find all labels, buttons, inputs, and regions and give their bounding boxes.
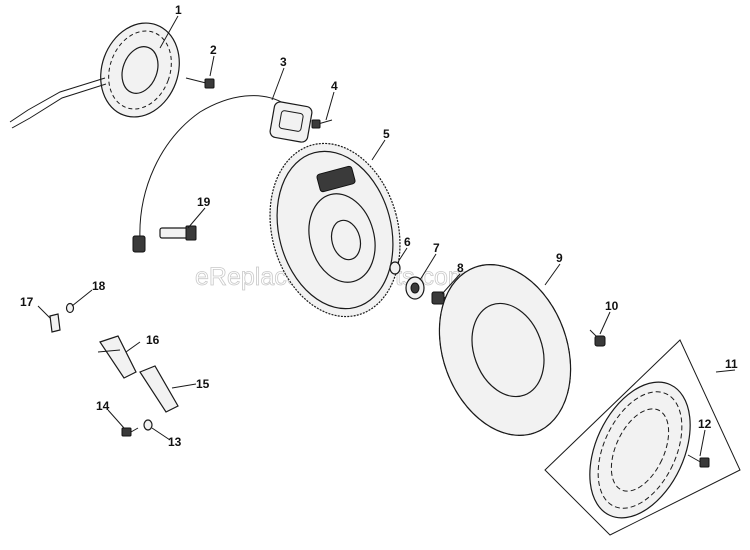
spark-plug-part <box>159 225 197 241</box>
bolt-part-10 <box>589 329 606 347</box>
screw-part-12 <box>687 454 710 468</box>
callout-12: 12 <box>698 417 712 431</box>
clip-part-17 <box>49 313 61 333</box>
callout-1: 1 <box>175 3 182 17</box>
ignition-module-part <box>132 95 313 253</box>
washer-part-6 <box>389 261 401 275</box>
fan-part <box>438 264 572 436</box>
grass-screen-kit-part <box>544 339 741 536</box>
bracket-part-15 <box>139 365 179 413</box>
callout-labels: 1 2 3 4 5 6 7 8 9 10 11 12 13 14 15 16 1… <box>20 3 738 449</box>
stator-part <box>9 22 180 129</box>
leader-lines <box>37 15 736 457</box>
callout-11: 11 <box>725 357 738 371</box>
callout-18: 18 <box>92 279 106 293</box>
callout-17: 17 <box>20 295 34 309</box>
callout-5: 5 <box>383 127 390 141</box>
callout-7: 7 <box>433 241 440 255</box>
lever-part-16 <box>97 335 137 379</box>
callout-6: 6 <box>404 235 411 249</box>
callout-2: 2 <box>210 43 217 57</box>
callout-14: 14 <box>96 399 110 413</box>
screw-part-4 <box>311 119 333 129</box>
flywheel-part <box>269 142 401 318</box>
callout-8: 8 <box>457 261 464 275</box>
hub-washer-part-7 <box>405 276 425 300</box>
callout-10: 10 <box>605 299 619 313</box>
callout-3: 3 <box>280 55 287 69</box>
bolt-part-2 <box>185 77 215 89</box>
screw-part-14 <box>121 427 139 437</box>
callout-13: 13 <box>168 435 182 449</box>
callout-19: 19 <box>197 195 211 209</box>
washer-part-13 <box>143 419 153 431</box>
callout-16: 16 <box>146 333 160 347</box>
washer-part-18 <box>65 302 75 314</box>
callout-15: 15 <box>196 377 210 391</box>
callout-4: 4 <box>331 79 338 93</box>
callout-9: 9 <box>556 251 563 265</box>
